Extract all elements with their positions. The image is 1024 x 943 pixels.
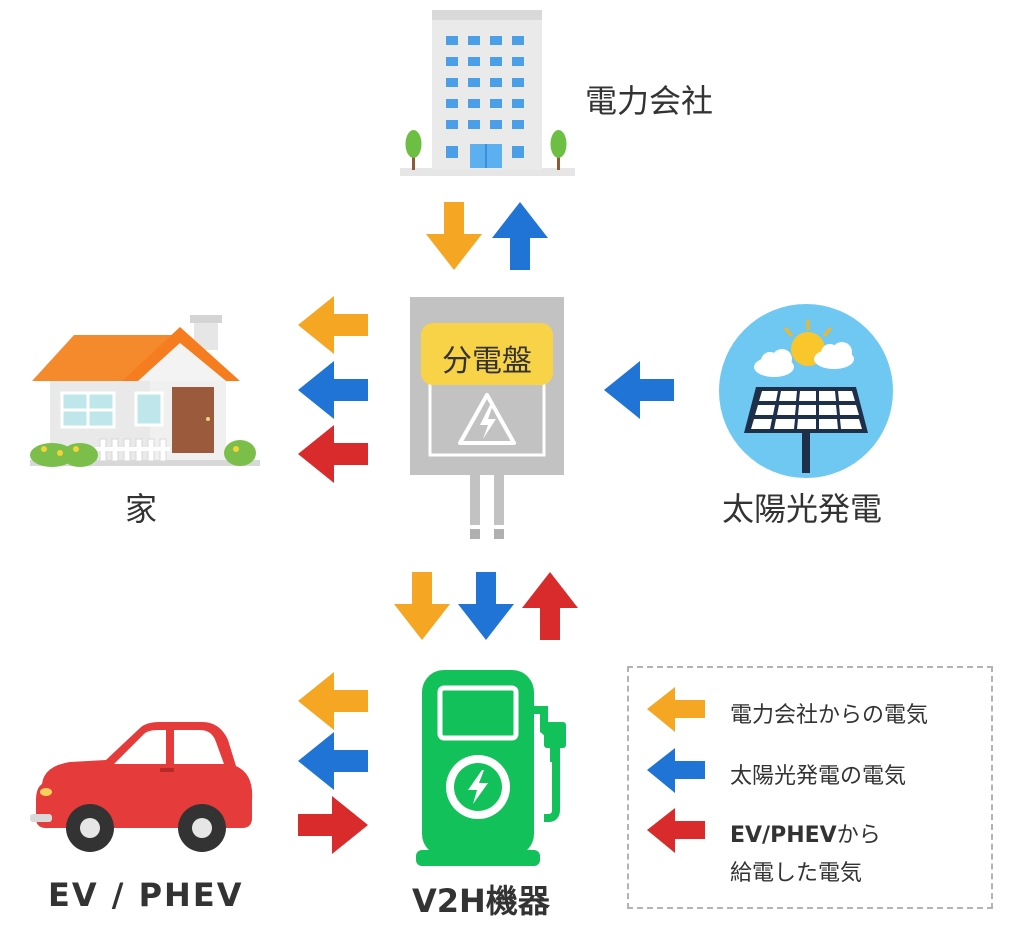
panel-label-badge: [421, 323, 553, 385]
office-building-icon: [400, 10, 575, 176]
solar-label: 太陽光発電: [722, 490, 883, 528]
legend-item-ev-bold: EV/PHEV: [730, 823, 837, 848]
solar-to-panel-arrow: [604, 361, 674, 419]
power-company-label: 電力会社: [585, 82, 714, 120]
home-label: 家: [125, 490, 158, 528]
panel-label: 分電盤: [442, 344, 532, 379]
legend-item-ev-rest: から: [836, 823, 881, 848]
legend-item-ev: EV/PHEVから: [730, 817, 881, 849]
orange-left-arrow: [298, 296, 368, 354]
orange-left-arrow: [298, 672, 368, 730]
v2h-car-arrows: [298, 672, 368, 854]
house-icon: [30, 315, 260, 467]
legend-item-grid: 電力会社からの電気: [730, 703, 929, 728]
blue-left-arrow: [604, 361, 674, 419]
legend-item-solar: 太陽光発電の電気: [730, 764, 907, 789]
legend-item-ev-line2: 給電した電気: [730, 861, 863, 886]
blue-left-arrow: [298, 732, 368, 790]
orange-down-arrow: [394, 572, 450, 640]
legend-blue-arrow: [647, 748, 705, 793]
car-icon: [30, 722, 253, 852]
red-left-arrow: [298, 425, 368, 483]
panel-v2h-arrows: [394, 572, 578, 640]
legend: [627, 666, 993, 909]
ev-label: EV / PHEV: [48, 876, 244, 914]
blue-down-arrow: [458, 572, 514, 640]
solar-panel-icon: [719, 304, 893, 478]
grid-to-panel-arrows: [426, 202, 548, 270]
orange-down-arrow: [426, 202, 482, 270]
v2h-label: V2H機器: [412, 882, 550, 920]
red-up-arrow: [522, 572, 578, 640]
red-right-arrow: [298, 796, 368, 854]
legend-orange-arrow: [647, 687, 705, 732]
blue-up-arrow: [492, 202, 548, 270]
blue-left-arrow: [298, 361, 368, 419]
ev-charger-icon: [416, 670, 566, 866]
legend-red-arrow: [647, 808, 705, 853]
panel-to-home-arrows: [298, 296, 368, 483]
